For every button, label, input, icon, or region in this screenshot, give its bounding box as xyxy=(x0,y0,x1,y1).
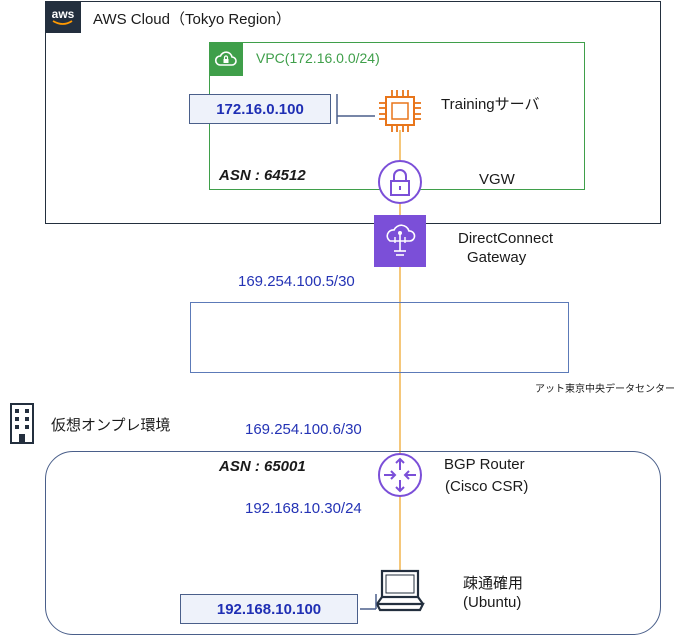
building-icon xyxy=(10,403,34,444)
training-server-connector xyxy=(336,94,375,124)
dxgw-label-line2: Gateway xyxy=(467,249,527,266)
test-client-label-line2: (Ubuntu) xyxy=(463,594,522,611)
onprem-boundary xyxy=(45,451,661,635)
router-lan-ip: 192.168.10.30/24 xyxy=(245,500,362,517)
onprem-label: 仮想オンプレ環境 xyxy=(51,417,171,434)
training-server-ip: 172.16.0.100 xyxy=(189,94,331,124)
aws-smile-icon xyxy=(52,19,73,25)
onprem-link-ip: 169.254.100.6/30 xyxy=(245,421,362,438)
direct-connect-gateway-icon xyxy=(374,215,426,267)
router-icon xyxy=(378,453,422,497)
test-client-connector xyxy=(360,594,377,610)
network-link-line xyxy=(399,130,401,572)
vpc-asn: ASN : 64512 xyxy=(219,167,306,184)
datacenter-label: アット東京中央データセンター xyxy=(535,384,675,395)
bgp-router-label-line2: (Cisco CSR) xyxy=(445,478,529,495)
test-client-ip: 192.168.10.100 xyxy=(180,594,358,624)
vpc-cloud-lock-icon xyxy=(209,42,243,76)
ec2-chip-icon xyxy=(379,90,421,132)
datacenter-box xyxy=(190,302,569,373)
aws-logo-text: aws xyxy=(51,6,75,21)
aws-logo-icon: aws xyxy=(45,1,81,33)
aws-link-ip: 169.254.100.5/30 xyxy=(238,273,355,290)
onprem-asn: ASN : 65001 xyxy=(219,458,306,475)
dxgw-label-line1: DirectConnect xyxy=(458,230,554,247)
aws-cloud-boundary xyxy=(45,1,661,224)
aws-cloud-title: AWS Cloud（Tokyo Region） xyxy=(93,11,291,28)
vpc-title: VPC(172.16.0.0/24) xyxy=(256,50,380,66)
bgp-router-label-line1: BGP Router xyxy=(444,456,525,473)
vgw-label: VGW xyxy=(479,171,515,188)
vgw-lock-icon xyxy=(378,160,422,204)
training-server-label: Trainingサーバ xyxy=(441,96,540,113)
test-client-label-line1: 疎通確用 xyxy=(463,575,524,592)
laptop-icon xyxy=(375,569,425,612)
